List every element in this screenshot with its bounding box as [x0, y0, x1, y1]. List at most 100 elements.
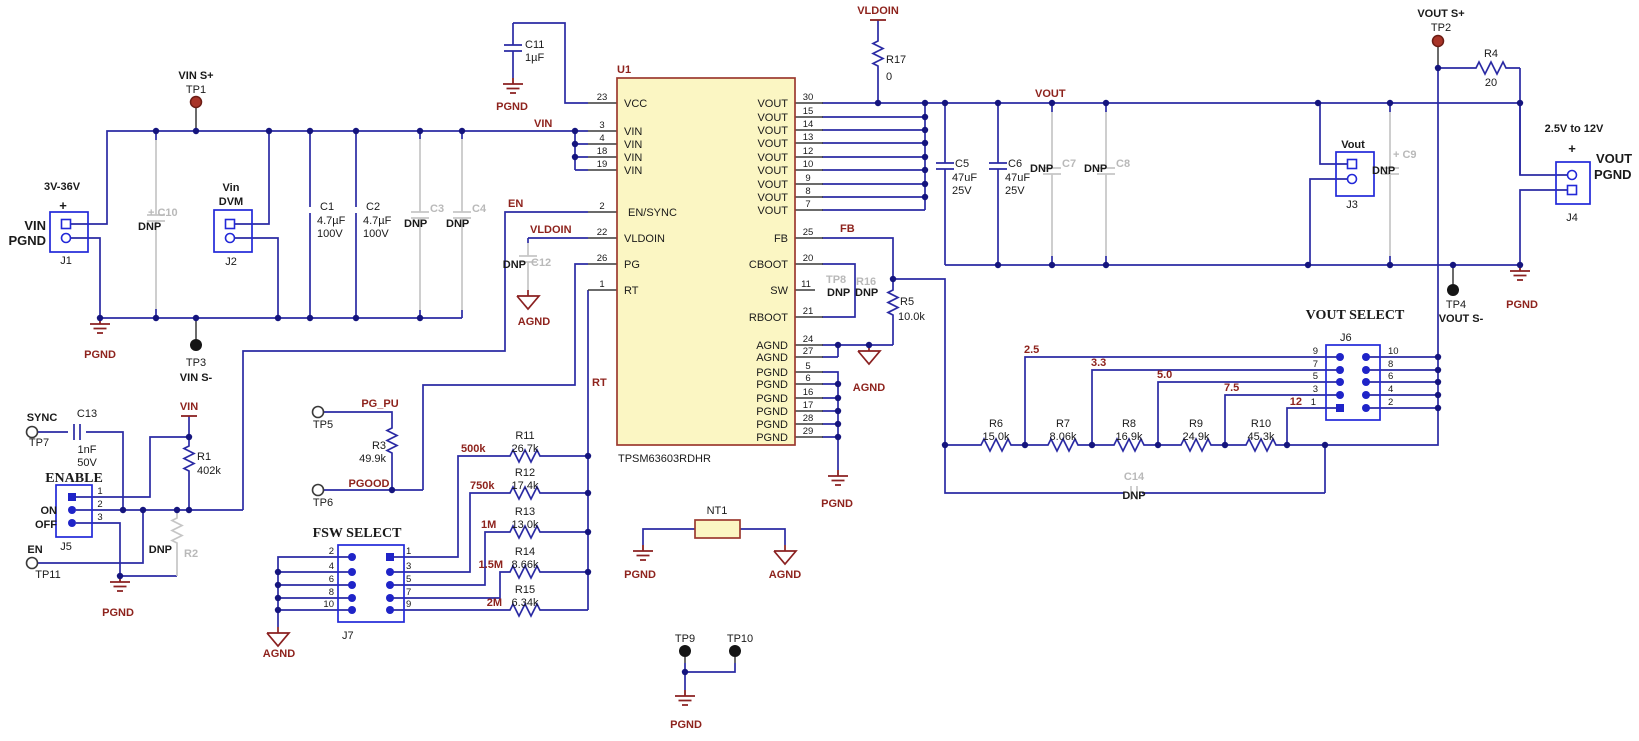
tp5-testpoint	[311, 405, 325, 419]
svg-text:49.9k: 49.9k	[359, 453, 386, 465]
svg-text:J7: J7	[342, 630, 354, 642]
svg-text:3: 3	[1313, 384, 1318, 395]
tp11-ref: TP11	[35, 569, 60, 581]
svg-text:3: 3	[599, 120, 604, 131]
svg-text:2: 2	[599, 201, 604, 212]
svg-text:C6: C6	[1008, 158, 1022, 170]
wire-segments	[38, 20, 1567, 690]
svg-text:DNP: DNP	[404, 218, 427, 230]
svg-text:9: 9	[406, 599, 411, 610]
svg-text:C11: C11	[525, 39, 544, 51]
pgnd-icon	[633, 545, 653, 561]
svg-text:1nF: 1nF	[78, 444, 97, 456]
r5-symbol	[886, 287, 900, 318]
svg-text:13: 13	[803, 132, 814, 143]
svg-text:R6: R6	[989, 418, 1003, 430]
svg-text:DNP: DNP	[446, 218, 469, 230]
svg-text:6.34k: 6.34k	[512, 597, 539, 609]
svg-text:VOUT: VOUT	[1596, 151, 1632, 166]
agnd-icon	[516, 290, 541, 311]
svg-text:2.5: 2.5	[1024, 344, 1039, 356]
svg-text:10.0k: 10.0k	[898, 311, 925, 323]
j5-body	[55, 484, 93, 538]
svg-text:C14: C14	[1124, 471, 1145, 483]
svg-text:10: 10	[323, 599, 334, 610]
svg-text:11: 11	[801, 279, 811, 290]
svg-text:R10: R10	[1251, 418, 1271, 430]
svg-text:ON: ON	[41, 505, 58, 517]
j3-body	[1335, 151, 1375, 197]
svg-text:PGND: PGND	[1506, 299, 1538, 311]
svg-text:7: 7	[406, 587, 411, 598]
svg-text:VOUT: VOUT	[757, 192, 788, 204]
svg-text:C5: C5	[955, 158, 969, 170]
j7-body	[337, 544, 405, 623]
svg-text:DVM: DVM	[219, 196, 243, 208]
pgnd-icon	[503, 78, 523, 94]
r2-symbol	[170, 510, 184, 576]
svg-text:VOUT: VOUT	[757, 112, 788, 124]
svg-text:VOUT: VOUT	[757, 165, 788, 177]
svg-text:J1: J1	[60, 255, 72, 267]
net-label-vldoin: VLDOIN	[530, 224, 572, 236]
j2-pin1	[224, 218, 236, 230]
u1-refdes: U1	[617, 64, 631, 76]
r9-symbol	[1177, 437, 1215, 453]
svg-text:4.7µF: 4.7µF	[363, 215, 392, 227]
svg-text:10: 10	[803, 159, 814, 170]
svg-text:7: 7	[1313, 359, 1318, 370]
svg-text:17: 17	[803, 400, 814, 411]
svg-text:+ C9: + C9	[1393, 149, 1417, 161]
r11-symbol	[506, 448, 544, 464]
svg-text:25V: 25V	[952, 185, 972, 197]
svg-text:DNP: DNP	[1030, 163, 1053, 175]
net-label-sync: SYNC	[27, 412, 58, 424]
svg-text:SW: SW	[770, 285, 788, 297]
svg-text:1: 1	[97, 486, 102, 497]
svg-text:PGND: PGND	[624, 569, 656, 581]
net-label-rt: RT	[592, 377, 607, 389]
r15-symbol	[506, 602, 544, 618]
svg-text:C4: C4	[472, 203, 487, 215]
svg-text:AGND: AGND	[756, 340, 788, 352]
svg-text:7.5: 7.5	[1224, 382, 1239, 394]
svg-text:20: 20	[1485, 77, 1497, 89]
svg-text:17.4k: 17.4k	[512, 480, 539, 492]
svg-text:26.7k: 26.7k	[512, 443, 539, 455]
svg-text:1M: 1M	[481, 519, 496, 531]
net-label-en: EN	[508, 198, 523, 210]
svg-text:6: 6	[1388, 371, 1393, 382]
svg-text:VOUT: VOUT	[757, 138, 788, 150]
tp3-net: VIN S-	[180, 372, 213, 384]
svg-text:1µF: 1µF	[525, 52, 544, 64]
svg-text:CBOOT: CBOOT	[749, 259, 788, 271]
svg-text:4: 4	[329, 561, 334, 572]
r8-symbol	[1110, 437, 1148, 453]
svg-text:8.06k: 8.06k	[1050, 431, 1077, 443]
r1-symbol	[182, 443, 196, 474]
labels: U1 TPSM63603RDHR 23 3 4 18 19 2 22 26 1 …	[8, 5, 1632, 731]
fsw-select-title: FSW SELECT	[313, 526, 402, 541]
svg-text:100V: 100V	[363, 228, 389, 240]
svg-text:VOUT: VOUT	[757, 179, 788, 191]
svg-text:8.66k: 8.66k	[512, 559, 539, 571]
svg-text:R13: R13	[515, 506, 535, 518]
svg-text:J5: J5	[60, 541, 72, 553]
svg-text:18: 18	[597, 146, 608, 157]
svg-text:9: 9	[805, 173, 810, 184]
c10-symbol	[147, 140, 165, 309]
svg-text:3V-36V: 3V-36V	[44, 181, 81, 193]
svg-text:C2: C2	[366, 201, 380, 213]
r17-symbol	[871, 38, 885, 69]
j4-pin1	[1566, 169, 1578, 181]
svg-text:C1: C1	[320, 201, 334, 213]
r13-symbol	[506, 524, 544, 540]
svg-text:DNP: DNP	[503, 259, 526, 271]
connector-bodies	[49, 151, 1591, 623]
tp4-ref: TP4	[1446, 299, 1466, 311]
svg-text:R9: R9	[1189, 418, 1203, 430]
svg-text:PGND: PGND	[1594, 167, 1632, 182]
tp7-testpoint	[25, 425, 39, 439]
r6-symbol	[977, 437, 1015, 453]
